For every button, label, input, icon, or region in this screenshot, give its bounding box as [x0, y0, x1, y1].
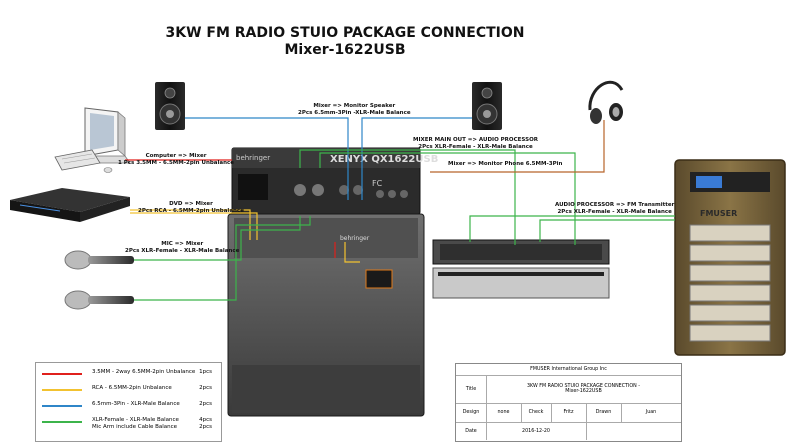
cable-mainout-processor-2 [319, 152, 576, 245]
legend-row-red: 3.5MM - 2way 6.5MM-2pin Unbalance 1pcs [40, 369, 218, 381]
mixer-model-rear: XENYX QX1622USB [330, 154, 438, 165]
title-block-check-label: Check [521, 403, 552, 422]
diagram-subtitle: Mixer-1622USB [284, 42, 406, 58]
cable-legend: 3.5MM - 2way 6.5MM-2pin Unbalance 1pcs R… [35, 362, 222, 442]
cable-insert-1 [344, 242, 360, 263]
title-block-title-label: Title [456, 375, 487, 403]
cable-mixer-speaker-right [361, 117, 472, 200]
mixer-top-surface: behringer [227, 213, 425, 417]
headphones-icon [588, 80, 624, 124]
legend-swatch-red [42, 373, 82, 375]
dvd-player-icon [10, 188, 130, 222]
cable-processor-transmitter-1 [469, 215, 675, 242]
microphone-1-icon [64, 250, 134, 270]
title-block-date-label: Date [456, 422, 487, 440]
monitor-speaker-right [472, 82, 502, 130]
title-block-design-value: none [486, 403, 522, 422]
label-monitor-phone: Mixer => Monitor Phone 6.5MM-3Pin [448, 161, 563, 167]
microphone-2-icon [64, 290, 134, 310]
diagram-title: 3KW FM RADIO STUIO PACKAGE CONNECTION [165, 25, 525, 41]
cable-mainout-processor-1 [299, 149, 516, 245]
title-block-design-label: Design [456, 403, 487, 422]
title-block-drawn-value: Juan [645, 410, 657, 415]
cable-dvd-mixer-2 [130, 212, 258, 240]
cable-processor-transmitter-2 [539, 219, 675, 242]
title-block-check-value: Fritz [551, 403, 587, 422]
audio-processor [432, 239, 610, 299]
mixer-brand-top: behringer [340, 235, 370, 242]
cable-mic2-mixer [134, 216, 311, 301]
title-block-title-value: 3KW FM RADIO STUIO PACKAGE CONNECTION - … [526, 384, 641, 394]
title-block-date-value: 2016-12-20 [486, 422, 587, 440]
transmitter-brand: FMUSER [700, 209, 737, 218]
legend-row-yellow: RCA - 6.5MM-2pin Unbalance 2pcs [40, 385, 218, 397]
cable-lines [125, 117, 675, 301]
computer-icon [54, 107, 131, 173]
legend-swatch-yellow [42, 389, 82, 391]
cable-mixer-speaker-left [185, 117, 349, 200]
cable-mixer-phones [430, 120, 605, 173]
legend-swatch-blue [42, 405, 82, 407]
legend-row-blue: 6.5mm-3Pin - XLR-Male Balance 2pcs [40, 401, 218, 413]
svg-text:FC: FC [372, 179, 383, 188]
mixer-brand-rear: behringer [236, 154, 270, 162]
legend-swatch-green [42, 421, 82, 423]
title-block-drawn-label: Drawn [586, 403, 622, 422]
title-block: FMUSER International Group Inc Title 3KW… [455, 363, 682, 442]
title-block-company: FMUSER International Group Inc [456, 364, 681, 376]
mixer-rear-panel: behringer XENYX QX1622USB FC [231, 147, 438, 215]
monitor-speaker-left [155, 82, 185, 130]
fm-transmitter-rack: FMUSER [674, 159, 786, 356]
